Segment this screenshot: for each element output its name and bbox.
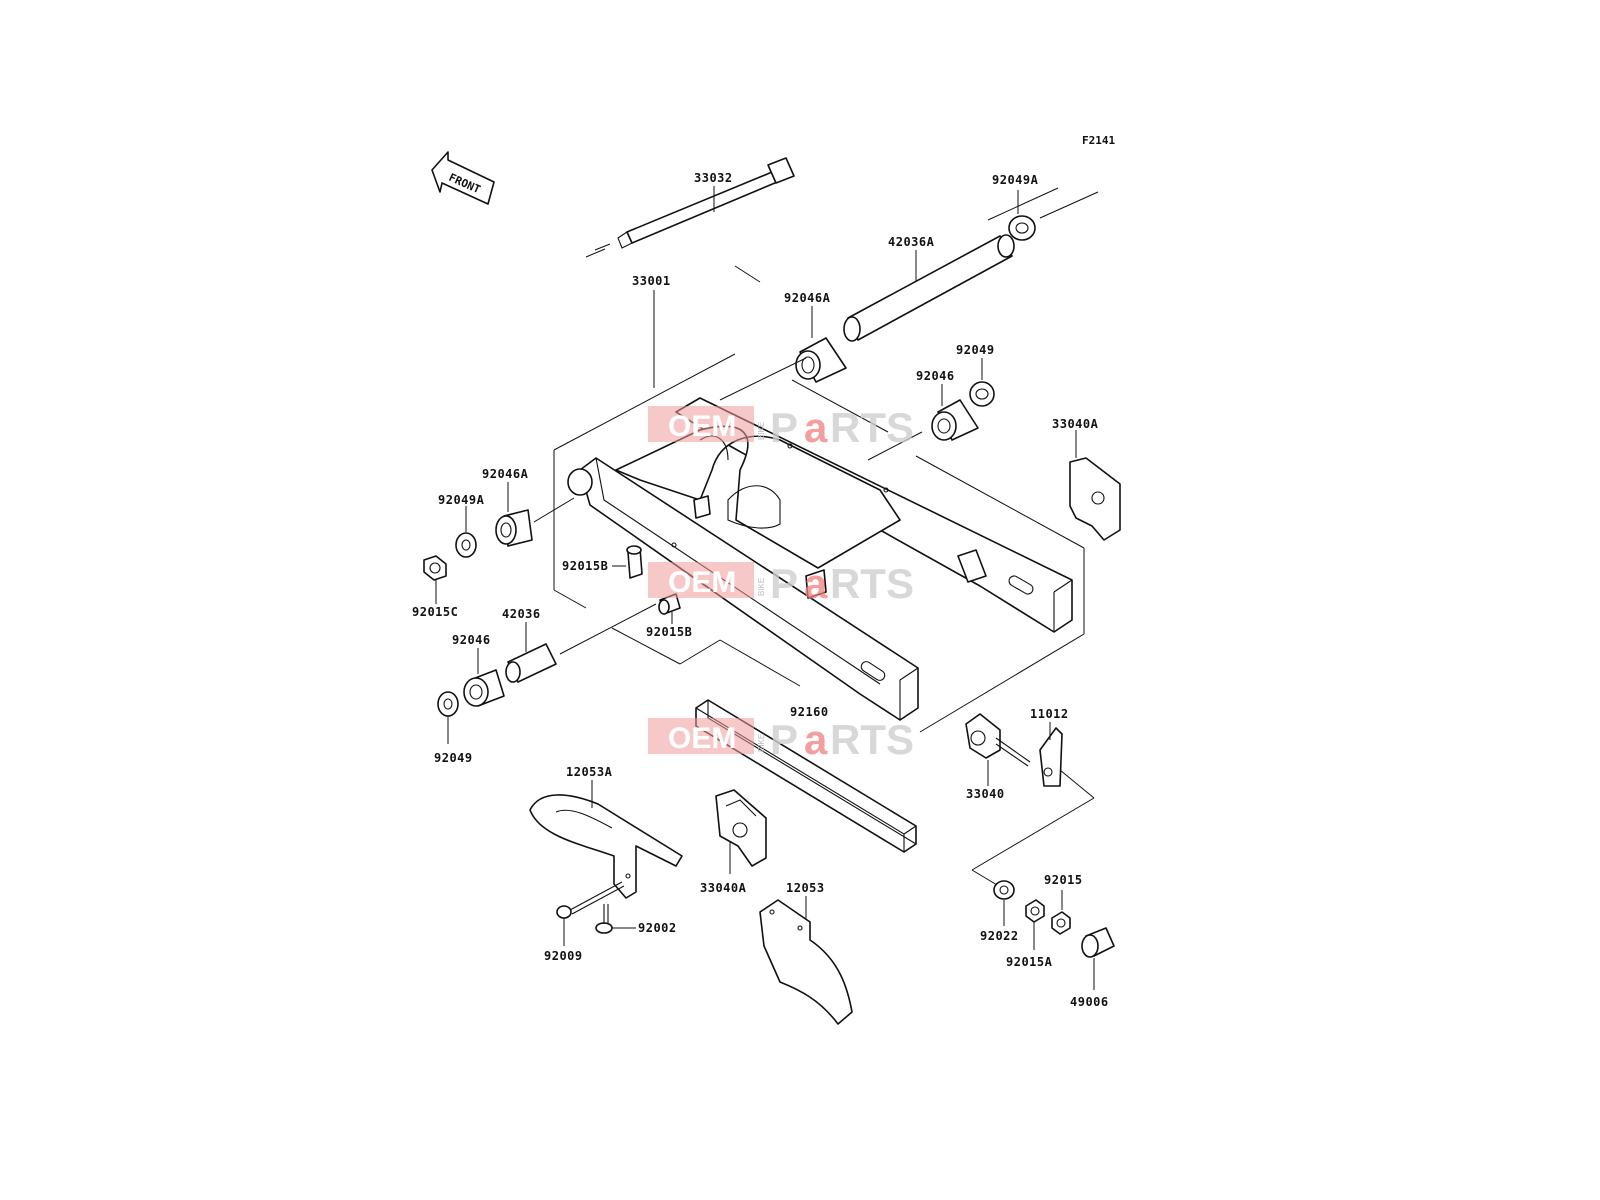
part-label-33040[interactable]: 33040	[966, 787, 1005, 801]
part-label-33040A-bottom[interactable]: 33040A	[700, 881, 747, 895]
part-label-92015B-a[interactable]: 92015B	[562, 559, 608, 573]
part-label-33032[interactable]: 33032	[694, 171, 733, 185]
part-92009-bolt[interactable]	[556, 881, 625, 919]
svg-text:BIKE: BIKE	[757, 734, 766, 752]
svg-text:RTS: RTS	[830, 404, 914, 451]
part-label-42036[interactable]: 42036	[502, 607, 541, 621]
svg-text:OEM: OEM	[668, 410, 736, 443]
part-label-12053A[interactable]: 12053A	[566, 765, 613, 779]
svg-text:RTS: RTS	[830, 560, 914, 607]
part-label-92015B-b[interactable]: 92015B	[646, 625, 692, 639]
part-92015B-collar-a[interactable]	[626, 545, 643, 579]
part-11012-bracket[interactable]	[1039, 727, 1063, 787]
svg-text:a: a	[804, 404, 828, 451]
svg-text:a: a	[804, 560, 828, 607]
leader-11012-group-a	[1059, 769, 1095, 799]
leader-axis-top-right-b	[1039, 191, 1099, 219]
part-92049-washer-left[interactable]	[437, 691, 459, 717]
svg-text:P: P	[770, 560, 798, 607]
part-92046A-bearing-top[interactable]	[795, 337, 847, 383]
part-92049A-washer-left[interactable]	[455, 532, 477, 558]
part-42036-sleeve[interactable]	[505, 643, 557, 683]
part-92015C-nut[interactable]	[423, 555, 447, 581]
part-label-92049A-left[interactable]: 92049A	[438, 493, 485, 507]
part-33032-axle[interactable]	[585, 157, 795, 258]
leader-42036-axis	[559, 603, 657, 655]
part-92046-bearing-top[interactable]	[931, 399, 979, 441]
part-92046A-bearing-left[interactable]	[495, 509, 533, 547]
part-92049A-washer-top[interactable]	[1008, 215, 1036, 241]
part-label-92009[interactable]: 92009	[544, 949, 583, 963]
part-92022-washer[interactable]	[993, 880, 1015, 900]
svg-text:BIKE: BIKE	[757, 422, 766, 440]
group-outline-33001	[553, 265, 1085, 733]
leader-92046A-left-axis	[533, 497, 575, 523]
part-label-92015[interactable]: 92015	[1044, 873, 1083, 887]
part-42036A-sleeve[interactable]	[843, 234, 1015, 342]
part-label-92002[interactable]: 92002	[638, 921, 677, 935]
svg-text:P: P	[770, 716, 798, 763]
part-12053A-chain-guard[interactable]	[529, 794, 683, 899]
front-direction-arrow-icon: FRONT	[431, 151, 495, 205]
part-label-42036A[interactable]: 42036A	[888, 235, 935, 249]
part-12053-sprocket-cover[interactable]	[759, 899, 853, 1025]
svg-text:BIKE: BIKE	[757, 578, 766, 596]
part-92046-bearing-left[interactable]	[463, 669, 505, 707]
watermark-oem-bike-parts-2: OEM BIKE P a RTS	[648, 560, 914, 607]
part-92049-washer-top[interactable]	[969, 381, 995, 407]
svg-text:RTS: RTS	[830, 716, 914, 763]
part-label-11012[interactable]: 11012	[1030, 707, 1069, 721]
part-33040-adjuster[interactable]	[965, 713, 1031, 767]
watermark-oem-bike-parts-1: OEM BIKE P a RTS	[648, 404, 914, 451]
part-label-33001[interactable]: 33001	[632, 274, 671, 288]
part-label-92046-top[interactable]: 92046	[916, 369, 955, 383]
part-label-92022[interactable]: 92022	[980, 929, 1019, 943]
leader-axis-top-right-a	[987, 187, 1059, 221]
part-label-92046-left[interactable]: 92046	[452, 633, 491, 647]
part-label-49006[interactable]: 49006	[1070, 995, 1109, 1009]
part-92015A-nut[interactable]	[1025, 899, 1045, 923]
watermark-oem-bike-parts-3: OEM BIKE P a RTS	[648, 716, 914, 763]
svg-text:P: P	[770, 404, 798, 451]
svg-text:OEM: OEM	[668, 722, 736, 755]
figure-code: F2141	[1082, 134, 1115, 147]
part-label-92015A[interactable]: 92015A	[1006, 955, 1053, 969]
part-label-92015C[interactable]: 92015C	[412, 605, 458, 619]
part-label-92046A-left[interactable]: 92046A	[482, 467, 529, 481]
leader-11012-group-b	[971, 797, 1095, 871]
svg-text:OEM: OEM	[668, 566, 736, 599]
part-label-92049A-top[interactable]: 92049A	[992, 173, 1039, 187]
part-33040A-plate-right[interactable]	[1069, 457, 1121, 541]
part-label-92160[interactable]: 92160	[790, 705, 829, 719]
part-label-92049-top[interactable]: 92049	[956, 343, 995, 357]
part-label-12053[interactable]: 12053	[786, 881, 825, 895]
part-33040A-plate-bottom[interactable]	[715, 789, 767, 867]
svg-text:a: a	[804, 716, 828, 763]
part-label-92049-left[interactable]: 92049	[434, 751, 473, 765]
part-label-33040A-right[interactable]: 33040A	[1052, 417, 1099, 431]
part-label-92046A-top[interactable]: 92046A	[784, 291, 831, 305]
part-49006-spacer[interactable]	[1081, 927, 1115, 958]
part-92002-screw[interactable]	[595, 904, 613, 934]
part-92015-nut[interactable]	[1051, 911, 1071, 935]
